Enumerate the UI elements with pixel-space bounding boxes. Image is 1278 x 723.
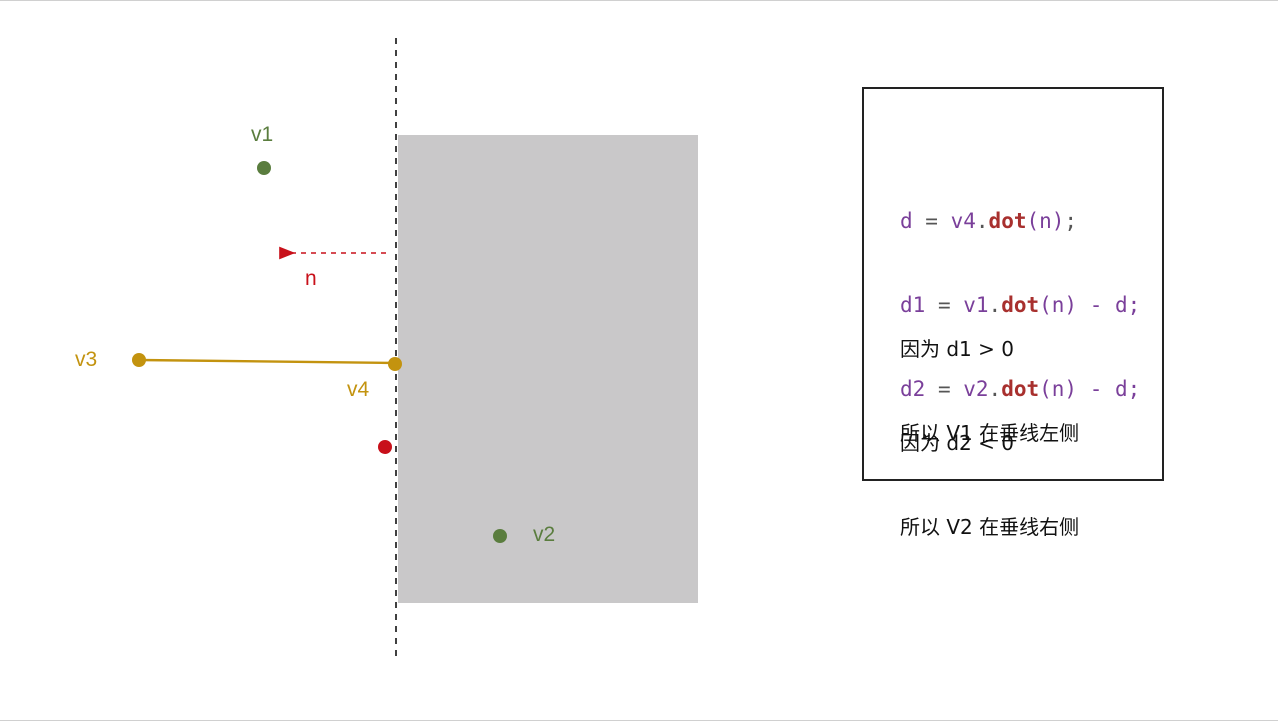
note-d1-conclusion: 所以 V1 在垂线左侧	[900, 421, 1080, 445]
code-line-1: d = v4.dot(n);	[900, 207, 1140, 235]
code-obj: v4	[950, 209, 976, 233]
code-var: d2	[900, 377, 926, 401]
code-fn: dot	[1001, 293, 1040, 317]
note-d1: 因为 d1 > 0 所以 V1 在垂线左侧	[900, 279, 1079, 503]
code-line-3: d2 = v2.dot(n) - d;	[900, 375, 1140, 403]
code-dot: .	[988, 293, 1002, 317]
code-args: (n)	[1039, 293, 1078, 317]
point-v2	[493, 529, 507, 543]
point-v4	[388, 357, 402, 371]
note-d2: 因为 d2 < 0 所以 V2 在垂线右侧	[900, 373, 1079, 597]
code-eq: =	[925, 293, 964, 317]
gray-region	[398, 135, 698, 603]
label-v2: v2	[533, 523, 556, 546]
label-v4: v4	[347, 378, 370, 401]
code-eq: =	[912, 209, 951, 233]
label-v3: v3	[75, 348, 98, 371]
label-v1: v1	[251, 123, 274, 146]
note-d2-conclusion: 所以 V2 在垂线右侧	[900, 515, 1080, 539]
code-args: (n)	[1026, 209, 1065, 233]
code-line-2: d1 = v1.dot(n) - d;	[900, 291, 1140, 319]
code-fn: dot	[1001, 377, 1040, 401]
segment-v3-v4	[138, 358, 396, 365]
red-point	[378, 440, 392, 454]
top-border	[0, 0, 1278, 1]
note-d2-condition: 因为 d2 < 0	[900, 431, 1014, 455]
code-tail: ;	[1064, 209, 1078, 233]
code-fn: dot	[988, 209, 1027, 233]
explanation-box: d = v4.dot(n); d1 = v1.dot(n) - d; d2 = …	[862, 87, 1164, 539]
code-dot: .	[975, 209, 989, 233]
code-tail: - d;	[1077, 377, 1141, 401]
code-var: d	[900, 209, 913, 233]
point-v1	[257, 161, 271, 175]
note-d1-condition: 因为 d1 > 0	[900, 337, 1014, 361]
code-var: d1	[900, 293, 926, 317]
point-v3	[132, 353, 146, 367]
code-dot: .	[988, 377, 1002, 401]
code-args: (n)	[1039, 377, 1078, 401]
code-eq: =	[925, 377, 964, 401]
code-tail: - d;	[1077, 293, 1141, 317]
label-n: n	[305, 267, 317, 290]
bottom-border	[0, 720, 1278, 721]
code-block: d = v4.dot(n); d1 = v1.dot(n) - d; d2 = …	[900, 151, 1140, 459]
code-obj: v1	[963, 293, 989, 317]
code-obj: v2	[963, 377, 989, 401]
